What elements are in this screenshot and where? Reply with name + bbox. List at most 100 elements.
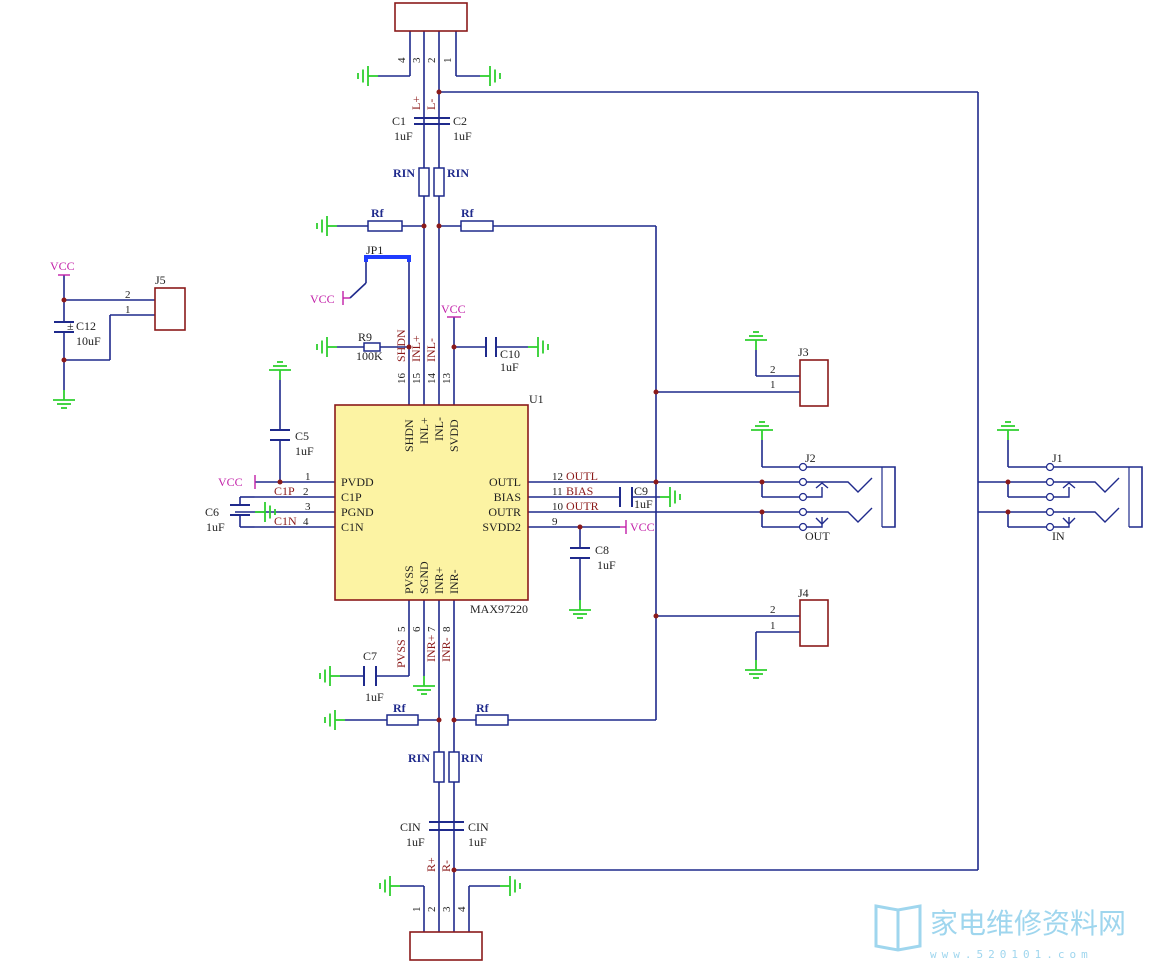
cin-val-right: 1uF [468, 835, 487, 849]
bottom-header-pin-numbers: 1 2 3 4 [411, 906, 468, 912]
j1-label: IN [1052, 529, 1065, 543]
vcc-symbols [58, 274, 627, 534]
svg-text:PVDD: PVDD [341, 475, 374, 489]
svg-text:PVSS: PVSS [402, 565, 416, 594]
net-c1p: C1P [274, 484, 295, 498]
rin-label-4: RIN [461, 751, 483, 765]
cin-val-left: 1uF [406, 835, 425, 849]
c6-ref: C6 [205, 505, 219, 519]
svg-text:INR+: INR+ [432, 566, 446, 594]
vcc-j5: VCC [50, 259, 75, 273]
j5-pin-1: 1 [125, 304, 131, 316]
vcc-svdd: VCC [441, 302, 466, 316]
u1-right-pins: OUTL BIAS OUTR SVDD2 12 11 10 9 [482, 471, 563, 534]
c7-ref: C7 [363, 649, 377, 663]
resistors [363, 167, 509, 783]
svg-text:8: 8 [441, 626, 453, 632]
c8-val: 1uF [597, 558, 616, 572]
svg-text:14: 14 [426, 373, 438, 385]
svg-text:C1N: C1N [341, 520, 364, 534]
rf-bottom-left [386, 714, 419, 726]
svg-text:3: 3 [411, 57, 423, 63]
rin-label-3: RIN [408, 751, 430, 765]
c2-val: 1uF [453, 129, 472, 143]
c6-val: 1uF [206, 520, 225, 534]
net-inr-plus: INR+ [424, 634, 438, 662]
jp1-ref: JP1 [366, 243, 383, 257]
j3-pin-2: 2 [770, 364, 776, 376]
svg-text:SVDD2: SVDD2 [482, 520, 521, 534]
rf-label-2: Rf [461, 206, 475, 220]
net-r-plus: R+ [424, 857, 438, 872]
j4-ref: J4 [798, 586, 809, 600]
j3-body [799, 359, 829, 407]
u1-top-pin-names: SHDN INL+ INL- SVDD [402, 417, 461, 452]
rf-label-4: Rf [476, 701, 490, 715]
c12-ref: C12 [76, 319, 96, 333]
j4-pin-1: 1 [770, 620, 776, 632]
net-l-plus: L+ [409, 96, 423, 110]
top-header [394, 2, 468, 32]
svg-text:3: 3 [441, 906, 453, 912]
svg-text:4: 4 [456, 906, 468, 912]
c5-ref: C5 [295, 429, 309, 443]
jp1-jumper [364, 255, 411, 262]
u1-part: MAX97220 [470, 602, 528, 616]
c12-val: 10uF [76, 334, 101, 348]
u1-bottom-pin-numbers: 5 6 7 8 [396, 626, 453, 632]
svg-text:4: 4 [396, 57, 408, 63]
rin-r2 [448, 751, 460, 783]
grounds [52, 65, 1020, 897]
svg-text:13: 13 [441, 373, 453, 385]
svg-text:1: 1 [305, 471, 311, 483]
j5-body [154, 287, 186, 331]
svg-text:2: 2 [426, 907, 438, 913]
svg-text:3: 3 [305, 501, 311, 513]
svg-text:PGND: PGND [341, 505, 374, 519]
book-logo-icon [874, 904, 922, 952]
c1-val: 1uF [394, 129, 413, 143]
svg-text:16: 16 [396, 373, 408, 385]
c10-ref: C10 [500, 347, 520, 361]
j3-pin-1: 1 [770, 379, 776, 391]
net-outl: OUTL [566, 469, 598, 483]
net-r-minus: R- [439, 860, 453, 872]
rf-top-left [367, 220, 403, 232]
vcc-pvdd: VCC [218, 475, 243, 489]
j2-ref: J2 [805, 451, 816, 465]
net-l-minus: L- [424, 99, 438, 110]
c1-ref: C1 [392, 114, 406, 128]
svg-text:5: 5 [396, 626, 408, 632]
rf-label-1: Rf [371, 206, 385, 220]
rin-label-1: RIN [393, 166, 415, 180]
svg-text:SGND: SGND [417, 561, 431, 594]
rin-label-2: RIN [447, 166, 469, 180]
r9-ref: R9 [358, 330, 372, 344]
c10-val: 1uF [500, 360, 519, 374]
u1-ref: U1 [529, 392, 544, 406]
c2-ref: C2 [453, 114, 467, 128]
svg-text:9: 9 [552, 516, 558, 528]
net-c1n: C1N [274, 514, 297, 528]
svg-text:SVDD: SVDD [447, 419, 461, 452]
svg-text:10: 10 [552, 501, 564, 513]
svg-text:SHDN: SHDN [402, 419, 416, 452]
rf-bottom-right [475, 714, 509, 726]
svg-text:11: 11 [552, 486, 563, 498]
svg-text:7: 7 [426, 626, 438, 632]
svg-text:6: 6 [411, 626, 423, 632]
top-header-pin-numbers: 4 3 2 1 [396, 57, 454, 63]
net-outr: OUTR [566, 499, 599, 513]
u1-bottom-pin-names: PVSS SGND INR+ INR- [402, 561, 461, 594]
rin-r1 [433, 751, 445, 783]
j1-ref: J1 [1052, 451, 1063, 465]
rf-top-right [460, 220, 494, 232]
junctions [61, 89, 1011, 873]
u1-left-pins: PVDD C1P PGND C1N 1 2 3 4 [303, 471, 374, 534]
svg-text:1: 1 [411, 907, 423, 913]
vcc-svdd2: VCC [630, 520, 655, 534]
c7-val: 1uF [365, 690, 384, 704]
net-bias: BIAS [566, 484, 593, 498]
svg-text:4: 4 [303, 516, 309, 528]
